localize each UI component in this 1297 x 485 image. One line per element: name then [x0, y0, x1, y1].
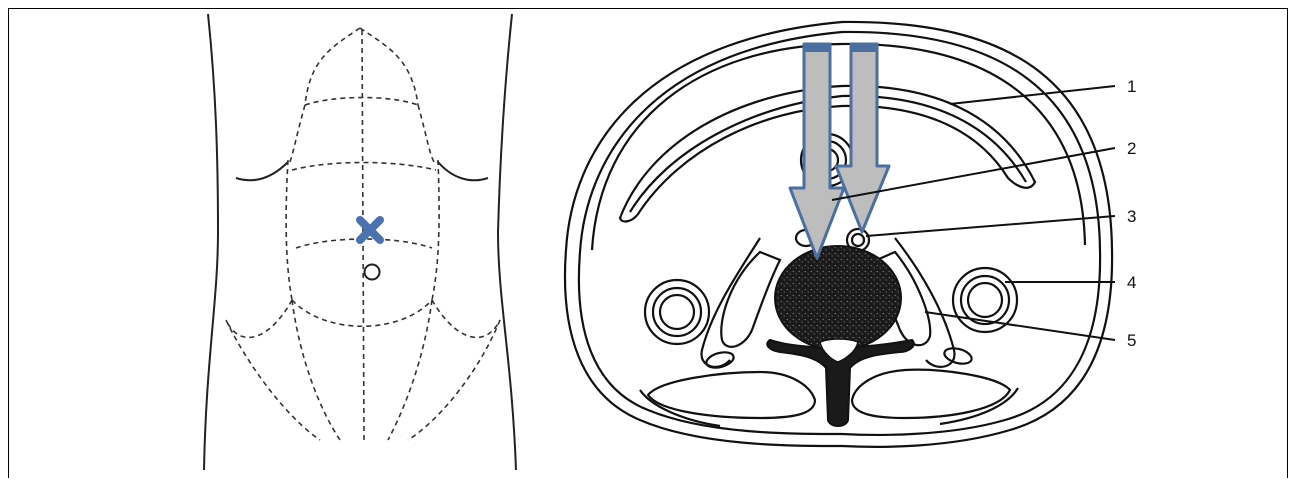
- leader-line-1: [950, 86, 1115, 104]
- torso-left-outline: [204, 14, 218, 470]
- down-arrow-icon: [790, 44, 844, 258]
- left-kidney: [645, 280, 709, 344]
- label-3: 3: [1127, 207, 1136, 226]
- label-5: 5: [1127, 331, 1136, 350]
- rib-margin-left: [236, 162, 288, 180]
- right-kidney: [953, 268, 1017, 332]
- navel: [365, 265, 380, 280]
- label-1: 1: [1127, 77, 1136, 96]
- label-2: 2: [1127, 139, 1136, 158]
- vertebral-body: [775, 246, 901, 350]
- torso-right-outline: [498, 14, 516, 470]
- label-4: 4: [1127, 273, 1136, 292]
- vertebra: [767, 246, 914, 426]
- leader-line-5: [925, 312, 1115, 340]
- rib-margin-right: [438, 162, 488, 180]
- down-arrow-icon: [836, 44, 889, 232]
- leader-line-3: [866, 216, 1115, 236]
